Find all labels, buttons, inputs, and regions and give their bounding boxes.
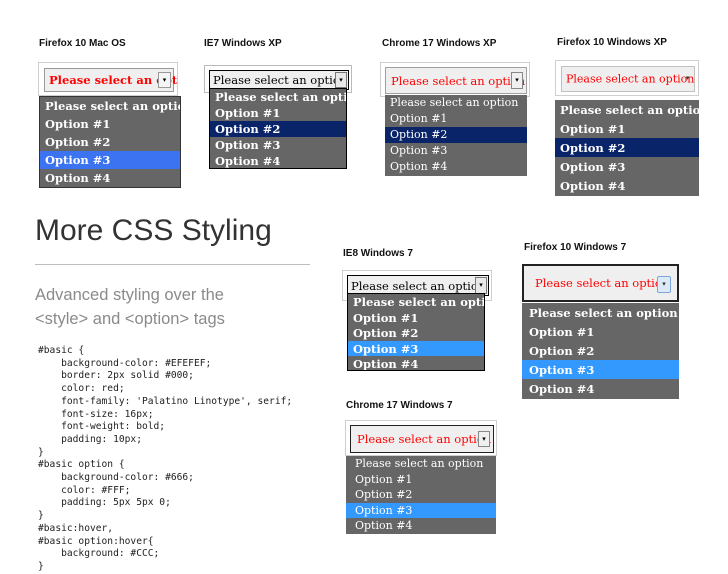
option-list-firefox-win7: Please select an option Option #1 Option… (522, 303, 679, 399)
code-line: } (38, 510, 44, 522)
list-item-highlighted[interactable]: Option #2 (210, 121, 346, 137)
slide-subtitle-line1: Advanced styling over the (35, 286, 224, 304)
list-item[interactable]: Option #2 (355, 488, 413, 501)
list-item[interactable]: Option #2 (45, 135, 111, 149)
list-item-highlighted[interactable]: Option #3 (40, 151, 180, 169)
list-item[interactable]: Option #1 (529, 325, 595, 339)
label-firefox-win7: Firefox 10 Windows 7 (524, 242, 627, 253)
list-item[interactable]: Please select an option (355, 457, 484, 470)
list-item[interactable]: Option #2 (529, 344, 595, 358)
label-ie7-xp: IE7 Windows XP (204, 38, 282, 49)
divider (35, 264, 310, 265)
select-inner-frame: Please select an option ▾ (209, 70, 349, 90)
list-item-highlighted[interactable]: Option #3 (522, 360, 679, 379)
select-text: Please select an option (49, 73, 177, 87)
chevron-down-icon: ▾ (158, 72, 171, 88)
list-item[interactable]: Option #4 (529, 382, 595, 396)
list-item[interactable]: Option #4 (390, 160, 448, 173)
slide-title: More CSS Styling (35, 214, 272, 247)
code-line: font-family: 'Palatino Linotype', serif; (38, 395, 293, 407)
list-item[interactable]: Option #1 (45, 117, 111, 131)
list-item[interactable]: Option #1 (560, 122, 626, 136)
code-line: #basic option:hover{ (38, 535, 154, 547)
chevron-down-icon: ▾ (475, 277, 487, 294)
list-item[interactable]: Option #1 (353, 310, 419, 325)
chevron-down-icon: ▾ (685, 74, 690, 82)
list-item[interactable]: Option #4 (353, 357, 419, 371)
select-inner-frame: Please select an option ▾ (350, 425, 494, 453)
select-text: Please select an option (566, 72, 695, 86)
list-item[interactable]: Option #4 (355, 519, 413, 532)
code-line: } (38, 560, 44, 572)
list-item[interactable]: Option #4 (560, 179, 626, 193)
slide-subtitle-line2: <style> and <option> tags (35, 310, 225, 328)
code-line: color: #FFF; (38, 484, 131, 496)
list-item[interactable]: Please select an option (215, 90, 346, 104)
list-item[interactable]: Option #3 (390, 144, 448, 157)
select-text: Please select an option (351, 278, 486, 293)
chevron-down-icon: ▾ (335, 72, 347, 88)
select-text: Please select an option (213, 73, 348, 87)
list-item[interactable]: Please select an option (560, 103, 699, 117)
code-line: font-weight: bold; (38, 421, 166, 433)
option-list-ie8-win7: Please select an option Option #1 Option… (347, 293, 485, 371)
code-line: background: #CCC; (38, 548, 160, 560)
code-line: padding: 10px; (38, 433, 142, 445)
list-item[interactable]: Please select an option (353, 295, 484, 309)
code-line: color: red; (38, 383, 125, 395)
code-line: background-color: #666; (38, 472, 194, 484)
list-item[interactable]: Option #3 (215, 138, 281, 152)
select-inner-frame: Please select an option ▾ (561, 66, 695, 92)
option-list-firefox-mac: Please select an option Option #1 Option… (39, 96, 181, 188)
css-code-block: #basic { background-color: #EFEFEF; bord… (38, 345, 292, 574)
label-firefox-mac: Firefox 10 Mac OS (39, 38, 126, 49)
list-item[interactable]: Option #1 (390, 112, 448, 125)
list-item[interactable]: Option #2 (353, 326, 419, 340)
label-firefox-xp: Firefox 10 Windows XP (557, 37, 667, 48)
list-item-highlighted[interactable]: Option #3 (346, 502, 496, 518)
code-line: #basic:hover, (38, 522, 114, 534)
code-line: font-size: 16px; (38, 408, 154, 420)
chevron-down-icon: ▾ (511, 72, 523, 89)
option-list-chrome-xp: Please select an option Option #1 Option… (385, 95, 527, 176)
label-ie8-win7: IE8 Windows 7 (343, 248, 413, 259)
select-inner-frame: Please select an option ▾ (44, 68, 177, 92)
list-item-highlighted[interactable]: Option #2 (555, 138, 699, 157)
select-text: Please select an option (357, 432, 492, 446)
select-box-firefox-win7[interactable]: Please select an option ▾ (522, 264, 679, 302)
select-inner-frame: Please select an option ▾ (385, 67, 527, 94)
option-list-firefox-xp: Please select an option Option #1 Option… (555, 100, 699, 196)
code-line: #basic { (38, 345, 85, 356)
label-chrome-win7: Chrome 17 Windows 7 (346, 400, 453, 411)
code-line: } (38, 446, 44, 458)
list-item[interactable]: Option #4 (215, 154, 281, 168)
list-item[interactable]: Please select an option (390, 96, 519, 109)
option-list-ie7-xp: Please select an option Option #1 Option… (209, 88, 347, 169)
option-list-chrome-win7: Please select an option Option #1 Option… (346, 456, 496, 534)
list-item[interactable]: Please select an option (529, 306, 678, 320)
list-item-highlighted[interactable]: Option #3 (348, 340, 484, 356)
code-line: border: 2px solid #000; (38, 370, 194, 382)
list-item[interactable]: Option #1 (355, 472, 413, 486)
chevron-down-icon: ▾ (657, 276, 671, 293)
list-item[interactable]: Option #4 (45, 171, 111, 185)
select-text: Please select an option (535, 276, 670, 290)
code-line: #basic option { (38, 459, 125, 471)
select-box-firefox-xp[interactable]: Please select an option ▾ (555, 60, 699, 96)
select-box-firefox-mac[interactable]: Please select an option ▾ (38, 62, 178, 96)
select-box-chrome-win7[interactable]: Please select an option ▾ (345, 420, 497, 456)
list-item[interactable]: Option #1 (215, 106, 281, 120)
label-chrome-xp: Chrome 17 Windows XP (382, 38, 497, 49)
list-item[interactable]: Please select an option (45, 99, 181, 113)
select-box-chrome-xp[interactable]: Please select an option ▾ (380, 62, 530, 97)
code-line: padding: 5px 5px 0; (38, 497, 171, 509)
list-item[interactable]: Option #3 (560, 160, 626, 174)
select-text: Please select an option (391, 73, 526, 88)
code-line: background-color: #EFEFEF; (38, 357, 212, 369)
list-item-highlighted[interactable]: Option #2 (385, 127, 527, 143)
chevron-down-icon: ▾ (478, 431, 490, 447)
